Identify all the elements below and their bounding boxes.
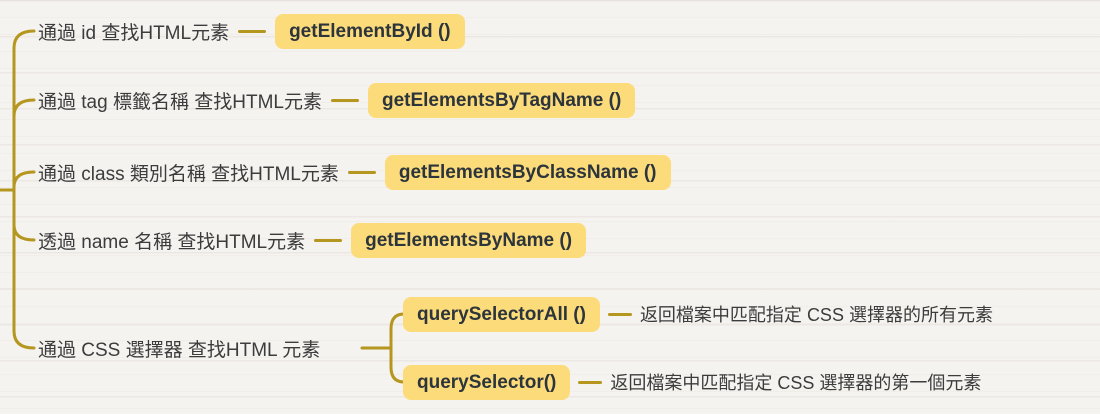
branch-line-name — [12, 223, 36, 242]
branch-line-class — [12, 170, 36, 189]
branch-label-tag[interactable]: 通過 tag 標籤名稱 查找HTML元素 — [38, 91, 322, 113]
connector-dash — [238, 29, 267, 33]
branch-row-tag: 通過 tag 標籤名稱 查找HTML元素 getElementsByTagNam… — [38, 82, 636, 118]
method-node-queryselector[interactable]: querySelector() — [403, 364, 571, 400]
branch-line-tag — [12, 98, 36, 118]
branch-label-id[interactable]: 通過 id 查找HTML元素 — [38, 22, 230, 44]
connector-dash — [330, 98, 359, 102]
method-node-queryselectorall[interactable]: querySelectorAll () — [403, 296, 600, 332]
connector-dash — [314, 238, 343, 242]
branch-label-css[interactable]: 通過 CSS 選擇器 查找HTML 元素 — [38, 339, 321, 361]
branch-row-id: 通過 id 查找HTML元素 getElementById () — [38, 13, 465, 49]
connector-dash — [347, 170, 376, 174]
method-node-getelementsbyname[interactable]: getElementsByName () — [351, 222, 587, 258]
connector-dash — [578, 380, 603, 384]
branch-row-name: 透過 name 名稱 查找HTML元素 getElementsByName () — [38, 222, 587, 258]
child-row-queryselector: querySelector() 返回檔案中匹配指定 CSS 選擇器的第一個元素 — [403, 364, 981, 400]
branch-row-class: 通過 class 類別名稱 查找HTML元素 getElementsByClas… — [38, 154, 671, 190]
method-node-getelementsbytagname[interactable]: getElementsByTagName () — [367, 82, 636, 118]
branch-label-name[interactable]: 透過 name 名稱 查找HTML元素 — [38, 231, 306, 253]
method-node-getelementbyid[interactable]: getElementById () — [275, 13, 465, 49]
branch-row-css: 通過 CSS 選擇器 查找HTML 元素 — [38, 330, 320, 366]
desc-queryselectorall[interactable]: 返回檔案中匹配指定 CSS 選擇器的所有元素 — [639, 305, 993, 325]
desc-queryselector[interactable]: 返回檔案中匹配指定 CSS 選擇器的第一個元素 — [610, 373, 982, 393]
branch-label-class[interactable]: 通過 class 類別名稱 查找HTML元素 — [38, 163, 339, 185]
child-row-queryselectorall: querySelectorAll () 返回檔案中匹配指定 CSS 選擇器的所有… — [403, 296, 993, 332]
trunk-line — [12, 29, 36, 350]
connector-dash — [607, 312, 632, 316]
method-node-getelementsbyclassname[interactable]: getElementsByClassName () — [384, 154, 671, 190]
